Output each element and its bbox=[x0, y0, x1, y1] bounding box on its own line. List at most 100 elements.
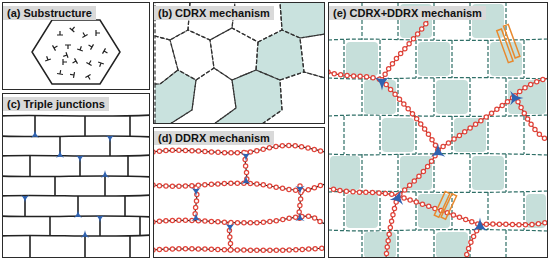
grain-boundary bbox=[2, 235, 150, 236]
recrystallized-grain bbox=[382, 118, 414, 152]
grain-boundary bbox=[515, 96, 548, 140]
panel-box: (a) Substructure bbox=[2, 2, 150, 90]
necklace-grain bbox=[466, 225, 480, 258]
panel-label: (c) Triple junctions bbox=[3, 97, 109, 111]
dislocation-symbol bbox=[77, 45, 84, 51]
grain-boundary bbox=[328, 72, 382, 80]
panel-label: (a) Substructure bbox=[3, 6, 96, 20]
triple-junction bbox=[21, 195, 29, 203]
necklace-grain bbox=[153, 146, 325, 251]
twin-lamella bbox=[441, 194, 457, 220]
dislocation-symbol bbox=[71, 58, 77, 65]
necklace-grain bbox=[480, 222, 548, 225]
triple-junction bbox=[21, 130, 114, 238]
necklace-grain bbox=[328, 72, 382, 80]
subgrain-boundary bbox=[328, 230, 548, 231]
necklace-grain bbox=[153, 146, 325, 251]
necklace-grain bbox=[386, 196, 398, 258]
panel-label: (e) CDRX+DDRX mechanism bbox=[329, 6, 486, 20]
triple-junction bbox=[295, 212, 305, 221]
triple-junction bbox=[390, 188, 408, 205]
necklace-grain bbox=[515, 96, 548, 140]
dislocation-symbol bbox=[57, 70, 64, 75]
triple-junction bbox=[473, 218, 487, 231]
necklace-grain bbox=[398, 196, 480, 225]
necklace-grain bbox=[438, 96, 515, 150]
necklace-grain bbox=[153, 248, 325, 250]
dislocation-symbol bbox=[86, 59, 93, 65]
grain-boundary bbox=[2, 136, 150, 137]
elongated-grains bbox=[2, 115, 150, 258]
necklace-grain bbox=[328, 188, 398, 196]
triple-junction bbox=[510, 91, 523, 105]
recrystallized-grain bbox=[508, 80, 546, 114]
panel-box: (d) DDRX mechanism bbox=[153, 127, 325, 258]
triple-junction bbox=[375, 77, 524, 231]
recrystallized-grain bbox=[346, 194, 378, 228]
necklace-grain bbox=[515, 78, 548, 96]
necklace-grain bbox=[480, 222, 548, 225]
triple-junction bbox=[74, 210, 82, 218]
grain-boundary bbox=[382, 80, 438, 150]
grain-boundary bbox=[466, 225, 480, 258]
triple-junction bbox=[101, 170, 109, 178]
grain-boundary bbox=[153, 146, 325, 251]
triple-junction bbox=[56, 150, 64, 158]
grain-boundary bbox=[153, 248, 325, 250]
necklace-grain bbox=[382, 80, 438, 150]
twin-lamella bbox=[504, 24, 520, 58]
necklace-grain bbox=[328, 21, 548, 258]
necklace-grain bbox=[438, 96, 515, 150]
dislocation-symbol bbox=[44, 55, 51, 61]
subgrain-boundary bbox=[344, 2, 524, 258]
combined-microstructure bbox=[328, 2, 548, 258]
triple-junction bbox=[191, 188, 201, 197]
dislocation-symbol bbox=[63, 59, 67, 65]
twin-lamella bbox=[434, 24, 520, 220]
dislocation-symbol bbox=[87, 42, 93, 49]
triple-junction bbox=[81, 230, 89, 238]
subgrain-boundary bbox=[155, 2, 325, 124]
dislocation-symbol bbox=[80, 31, 87, 37]
twin-lamella bbox=[434, 191, 456, 221]
grain-boundary bbox=[2, 155, 150, 156]
dislocation-symbol bbox=[53, 43, 59, 50]
subgrain-boundary bbox=[155, 36, 178, 84]
grain-boundary bbox=[2, 115, 150, 116]
grain-boundary bbox=[398, 150, 438, 196]
necklace-grain bbox=[515, 96, 548, 140]
triple-junction bbox=[375, 77, 389, 90]
recrystallized-grain bbox=[400, 156, 432, 190]
necklace-grain bbox=[153, 248, 325, 250]
necklace-grain bbox=[398, 150, 438, 196]
grain-boundary bbox=[515, 78, 548, 96]
triple-junction bbox=[191, 153, 305, 233]
triple-junction bbox=[106, 135, 114, 143]
recrystallized-grain bbox=[155, 2, 325, 124]
dislocation-symbol bbox=[103, 48, 109, 55]
dislocation-symbol bbox=[57, 31, 63, 35]
subgrain-boundary bbox=[328, 115, 548, 116]
triple-junction bbox=[31, 130, 39, 138]
recrystallized-grain bbox=[364, 80, 396, 114]
necklace-boundaries bbox=[153, 146, 325, 251]
dislocation-symbol bbox=[96, 30, 100, 36]
necklace-grain bbox=[398, 196, 480, 225]
triple-junction bbox=[225, 224, 235, 233]
grain-boundary bbox=[328, 21, 548, 258]
recrystallized-grain bbox=[155, 70, 196, 124]
necklace-grain bbox=[153, 146, 325, 153]
recrystallized-grain bbox=[436, 80, 468, 114]
subgrain-boundary bbox=[214, 70, 282, 124]
triple-junction bbox=[295, 186, 305, 195]
triple-junction bbox=[76, 155, 84, 163]
panel-box: (b) CDRX mechanism bbox=[153, 2, 325, 124]
recrystallized-grain bbox=[436, 232, 468, 258]
necklace-grain bbox=[382, 21, 428, 80]
panel-label: (d) DDRX mechanism bbox=[154, 131, 274, 145]
triple-junction bbox=[241, 153, 251, 162]
recrystallized-grain bbox=[330, 156, 360, 190]
